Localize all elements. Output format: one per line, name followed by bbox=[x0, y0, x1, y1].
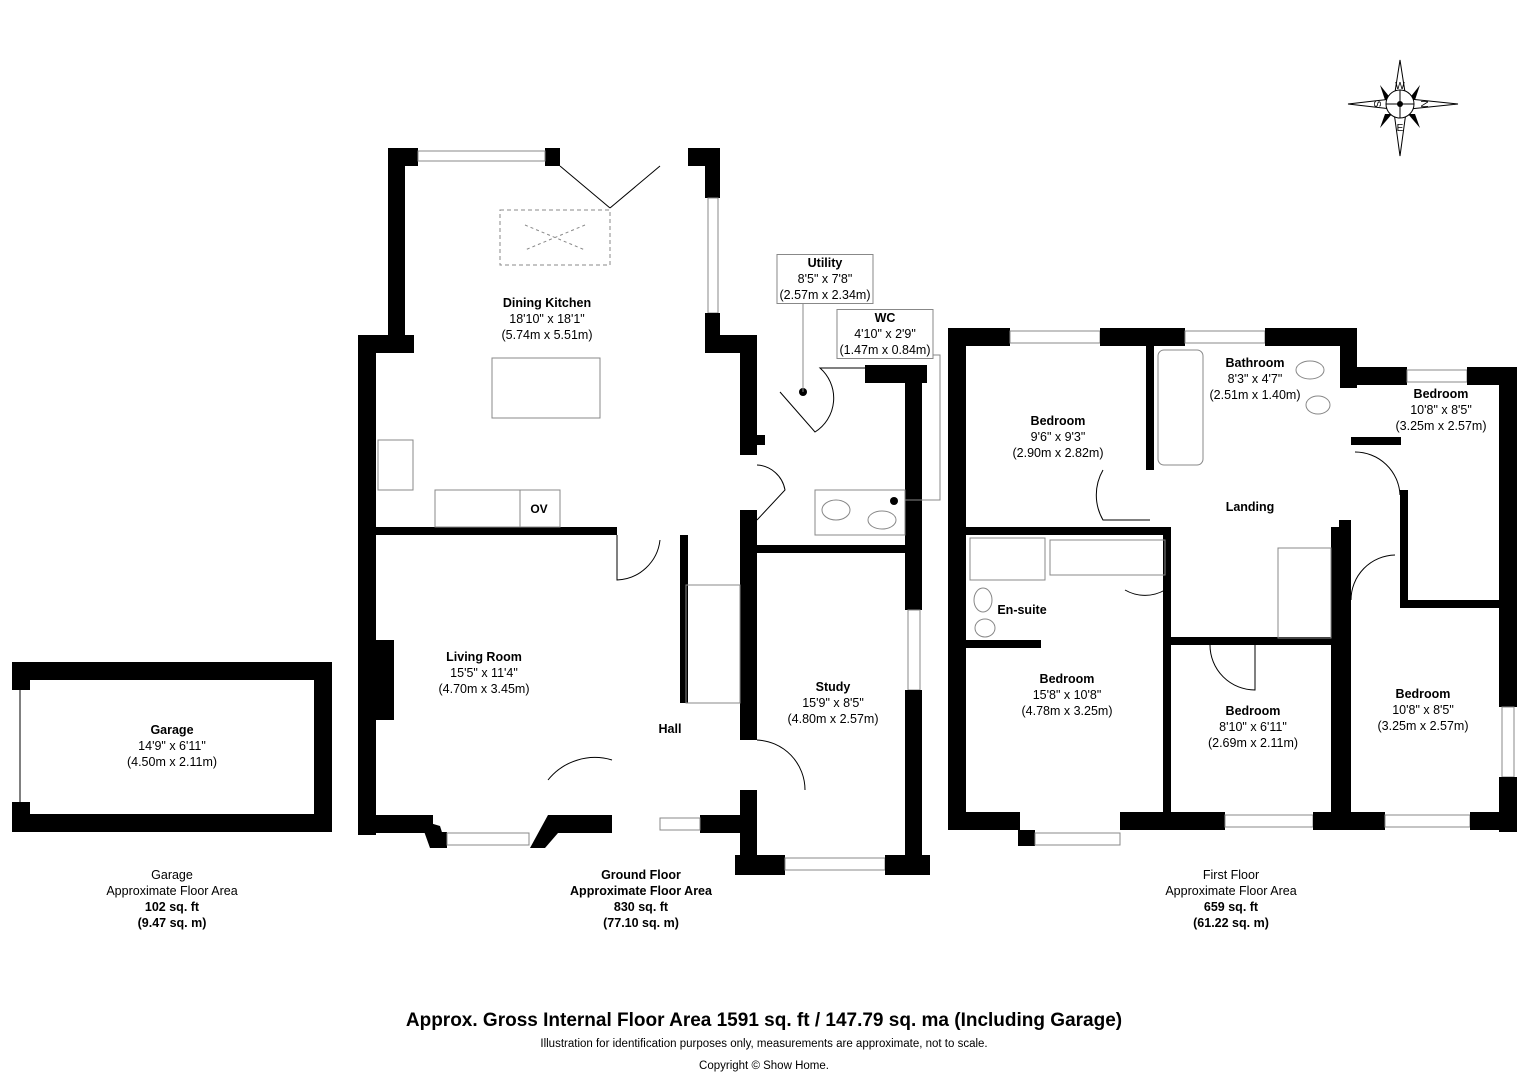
compass-s: S bbox=[1371, 101, 1382, 108]
total-floor-area: Approx. Gross Internal Floor Area 1591 s… bbox=[405, 1010, 1123, 1031]
compass-e: E bbox=[1397, 123, 1404, 134]
footer: Approx. Gross Internal Floor Area 1591 s… bbox=[0, 1010, 1528, 1072]
room-hall: Hall bbox=[658, 722, 682, 736]
oven-label: OV bbox=[530, 502, 547, 516]
compass-n: N bbox=[1420, 100, 1431, 107]
room-en-suite: En-suite bbox=[997, 603, 1047, 617]
compass-w: W bbox=[1395, 81, 1405, 92]
compass-rose: W E S N bbox=[1347, 59, 1459, 157]
room-landing: Landing bbox=[1225, 500, 1275, 514]
ground-floor-walls bbox=[358, 148, 941, 875]
garage-walls bbox=[12, 662, 332, 832]
copyright: Copyright © Show Home. bbox=[699, 1060, 829, 1072]
first-floor-walls bbox=[948, 328, 1517, 846]
disclaimer: Illustration for identification purposes… bbox=[540, 1038, 988, 1050]
